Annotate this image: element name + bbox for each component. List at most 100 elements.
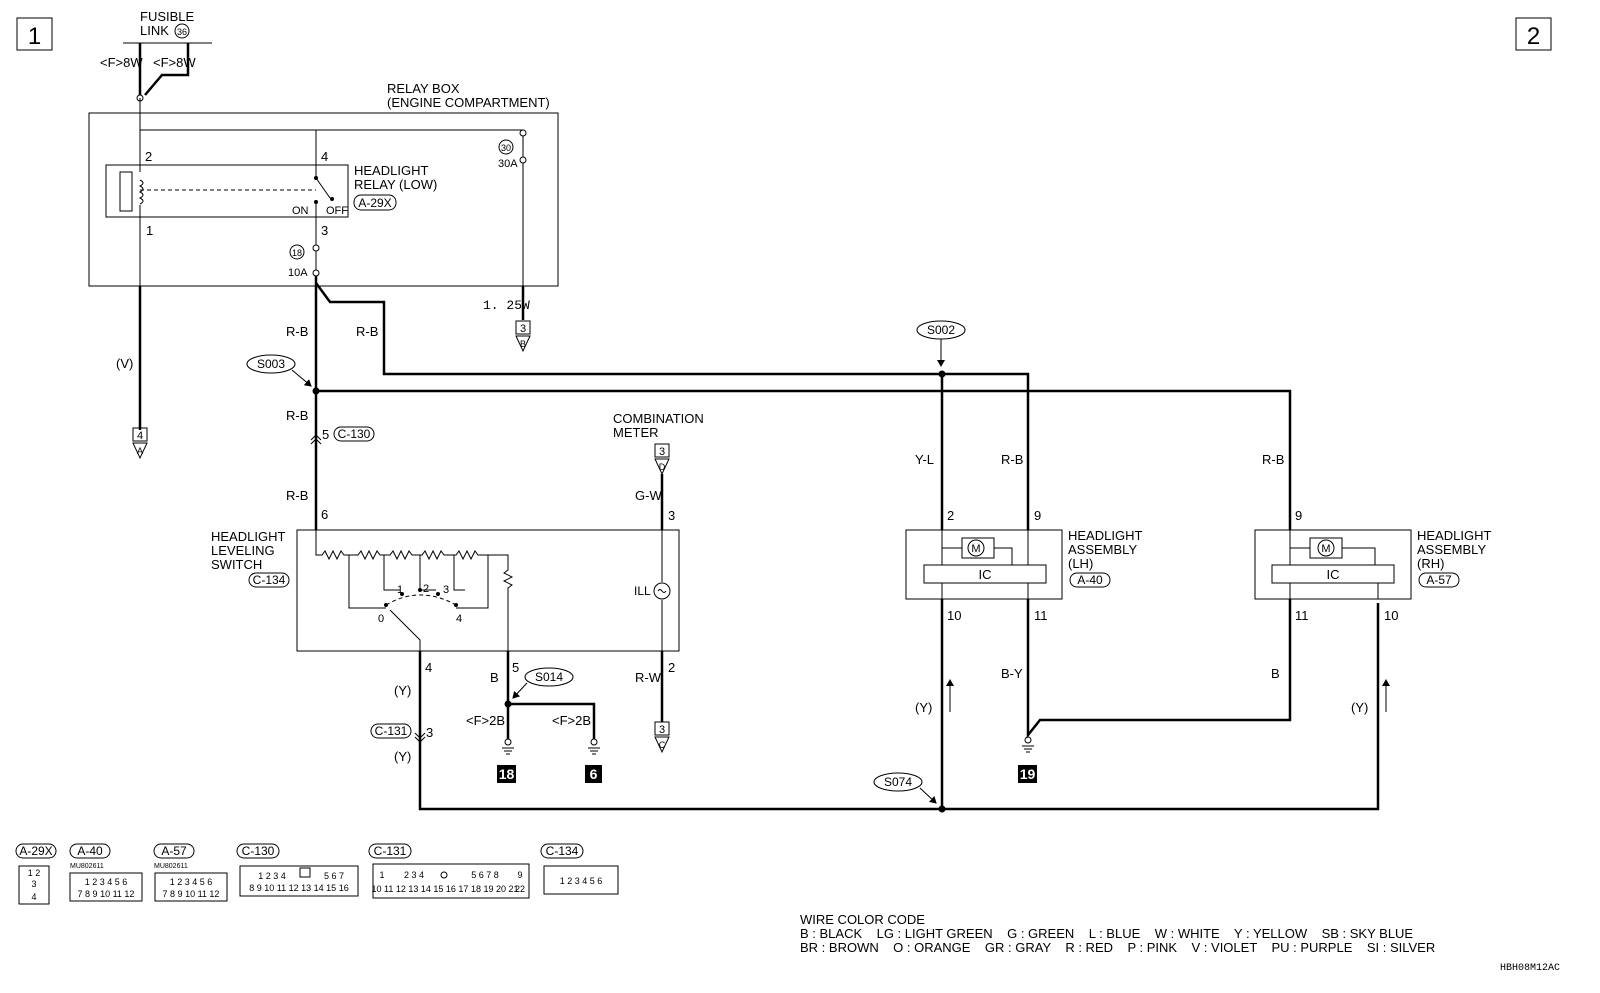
- svg-text:5 6 7 8: 5 6 7 8: [471, 870, 499, 880]
- svg-text:COMBINATION: COMBINATION: [613, 411, 704, 426]
- svg-text:IC: IC: [1327, 567, 1340, 582]
- wire-sw-4: [418, 603, 1380, 811]
- wire-label-rb-1: R-B: [286, 324, 308, 339]
- svg-text:18: 18: [499, 766, 515, 782]
- svg-text:IC: IC: [979, 567, 992, 582]
- svg-text:5: 5: [322, 427, 329, 442]
- svg-text:1: 1: [28, 23, 41, 50]
- svg-text:30: 30: [501, 143, 511, 153]
- svg-text:0: 0: [378, 613, 384, 625]
- svg-text:4: 4: [321, 149, 328, 164]
- pin-2-meter: 2: [668, 660, 675, 675]
- svg-text:4: 4: [137, 430, 143, 442]
- svg-text:3: 3: [520, 323, 526, 335]
- svg-text:C: C: [659, 740, 666, 750]
- connector-legend-c134: C-134 1 2 3 4 5 6: [540, 843, 619, 895]
- wire-lh-11: [1026, 599, 1292, 739]
- connector-c130: 5 C-130: [310, 426, 375, 445]
- svg-text:ON: ON: [292, 205, 309, 217]
- wire-label-rw: R-W: [635, 670, 662, 685]
- svg-text:4: 4: [31, 892, 36, 902]
- wire-label-rb-6: R-B: [1262, 452, 1284, 467]
- svg-text:(LH): (LH): [1068, 556, 1093, 571]
- diagram-code: HBH08M12AC: [1500, 963, 1560, 974]
- svg-text:2: 2: [1527, 23, 1540, 50]
- splice-s074: S074: [873, 772, 937, 804]
- svg-text:9: 9: [517, 870, 522, 880]
- svg-text:ASSEMBLY: ASSEMBLY: [1417, 542, 1486, 557]
- svg-text:B: B: [520, 339, 526, 349]
- svg-text:9: 9: [1295, 508, 1302, 523]
- feed-wire: [138, 43, 190, 98]
- svg-text:6: 6: [321, 507, 328, 522]
- wire-color-code: WIRE COLOR CODE B : BLACK LG : LIGHT GRE…: [800, 912, 1435, 955]
- svg-text:3: 3: [443, 584, 449, 596]
- wire-label-gw: G-W: [635, 488, 662, 503]
- connector-legend-a40: A-40 MU802611 1 2 3 4 5 6 7 8 9 10 11 12: [69, 843, 143, 902]
- page-label-left: 1: [16, 17, 53, 51]
- wire-rb-lh: [314, 282, 1030, 530]
- svg-text:7 8 9 10 11 12: 7 8 9 10 11 12: [78, 889, 135, 899]
- junction-s003: [312, 387, 320, 395]
- svg-text:1 2 3 4: 1 2 3 4: [258, 871, 286, 881]
- svg-text:1: 1: [379, 870, 384, 880]
- svg-text:22: 22: [515, 884, 525, 894]
- svg-text:LEVELING: LEVELING: [211, 543, 275, 558]
- svg-text:HEADLIGHT: HEADLIGHT: [1417, 528, 1491, 543]
- svg-text:1 2: 1 2: [28, 868, 41, 878]
- svg-text:HEADLIGHT: HEADLIGHT: [354, 163, 428, 178]
- ground-18: <F>2B 18: [466, 713, 516, 783]
- svg-text:5 6 7: 5 6 7: [324, 871, 344, 881]
- wire-label-b-1: B: [490, 670, 499, 685]
- svg-text:<F>2B: <F>2B: [552, 713, 591, 728]
- wire-label-by: B-Y: [1001, 666, 1023, 681]
- svg-text:<F>2B: <F>2B: [466, 713, 505, 728]
- headlight-assembly-rh: 9 M IC HEADLIGHT ASSEMBLY (RH) A-57 11 1…: [1254, 508, 1491, 623]
- svg-text:19: 19: [1020, 766, 1036, 782]
- headlight-assembly-lh: 2 9 M IC HEADLIGHT ASSEMBLY (LH) A-40 10…: [905, 508, 1142, 623]
- svg-text:2: 2: [145, 149, 152, 164]
- offpage-to-c: 3 C: [654, 721, 670, 754]
- wire-label-y-1: (Y): [394, 683, 411, 698]
- svg-text:ASSEMBLY: ASSEMBLY: [1068, 542, 1137, 557]
- relay-box: RELAY BOX (ENGINE COMPARTMENT): [88, 81, 559, 287]
- svg-text:SWITCH: SWITCH: [211, 557, 262, 572]
- svg-text:RELAY (LOW): RELAY (LOW): [354, 177, 437, 192]
- svg-text:HEADLIGHT: HEADLIGHT: [211, 529, 285, 544]
- combination-meter: COMBINATION METER 3 D: [613, 411, 704, 476]
- svg-text:3: 3: [659, 446, 665, 458]
- svg-text:3: 3: [426, 725, 433, 740]
- svg-text:(RH): (RH): [1417, 556, 1444, 571]
- fuse-30: 30 30A: [498, 129, 527, 170]
- splice-s002: S002: [916, 320, 966, 367]
- svg-text:C-130: C-130: [242, 844, 275, 858]
- junction-s074: [938, 805, 946, 813]
- connector-legend-a29x: A-29X 1 2 3 4: [15, 843, 57, 905]
- svg-text:S074: S074: [884, 775, 912, 789]
- splice-s014: S014: [512, 667, 574, 699]
- svg-text:A-29X: A-29X: [358, 196, 391, 210]
- connector-legend-c131: C-131 1 2 3 4 5 6 7 8 9 10 11 12 13 14 1…: [368, 843, 530, 899]
- page-label-right: 2: [1515, 17, 1552, 51]
- svg-text:10: 10: [947, 608, 961, 623]
- svg-text:LINK: LINK: [140, 23, 169, 38]
- wire-label-rb-2: R-B: [356, 324, 378, 339]
- wire-label-yl: Y-L: [915, 452, 934, 467]
- svg-text:10: 10: [1384, 608, 1398, 623]
- svg-text:A-40: A-40: [1077, 573, 1103, 587]
- wire-rb-rh: [316, 389, 1292, 530]
- svg-text:C-131: C-131: [374, 844, 407, 858]
- svg-text:S014: S014: [535, 670, 563, 684]
- svg-text:36: 36: [177, 27, 187, 37]
- wire-label-rb-4: R-B: [286, 488, 308, 503]
- svg-text:10A: 10A: [288, 267, 308, 279]
- svg-text:A-40: A-40: [77, 844, 103, 858]
- svg-text:M: M: [971, 543, 980, 555]
- svg-text:9: 9: [1034, 508, 1041, 523]
- svg-text:6: 6: [590, 766, 598, 782]
- ground-19: 19: [1018, 736, 1037, 783]
- splice-s003: S003: [246, 354, 312, 387]
- fusible-link: FUSIBLE LINK 36 <F>8W <F>8W: [100, 9, 212, 70]
- connector-c131: C-131 3: [370, 723, 433, 743]
